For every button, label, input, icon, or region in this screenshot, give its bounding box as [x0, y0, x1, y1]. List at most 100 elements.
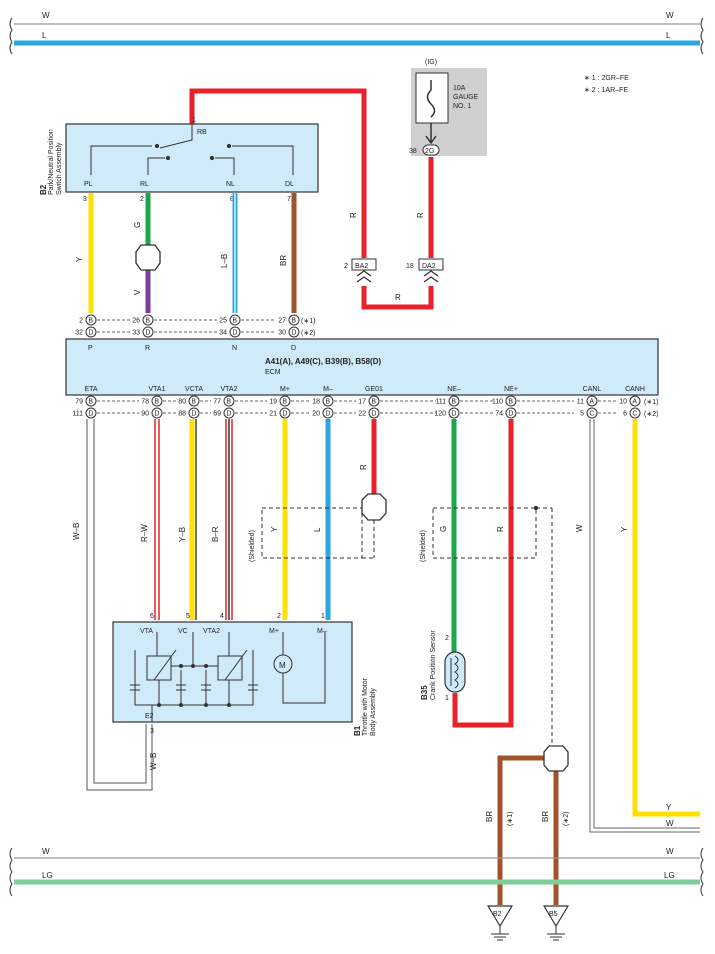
wire-r-right: R [416, 212, 425, 218]
ecm-bottom-terminal-label: NE– [447, 386, 461, 393]
ecm-bot-row2-pin-number: 90 [141, 411, 149, 418]
ecm-bot-row1-connector-letter: B [226, 399, 231, 406]
ecm-top-row1-pin-number: 2 [79, 318, 83, 325]
ecm-bot-row1-connector-letter: B [282, 399, 287, 406]
ecm-bottom-terminal-label: VCTA [185, 386, 203, 393]
ecm-bot-row1-pin-number: 80 [178, 399, 186, 406]
wire-ge01: R [359, 464, 368, 470]
ecm-bot-row1-pin-number: 19 [269, 399, 277, 406]
ecm-bottom-terminal-label: GE01 [365, 386, 383, 393]
b35-id: B35 [420, 685, 429, 700]
top-l-right-label: L [666, 31, 671, 40]
ecm-bottom-terminal-label: CANH [625, 386, 645, 393]
b1-name-line1: Throttle with Motor [362, 677, 369, 736]
ecm-term-d: D [291, 345, 296, 352]
ecm-top-row2-pin-number: 33 [132, 330, 140, 337]
ecm-bot-row1-connector-letter: A [632, 399, 637, 406]
ground-b5-label: B5 [549, 911, 558, 918]
shielded-left-label: (Shielded) [249, 530, 256, 562]
ecm-bot-row2-connector-letter: D [154, 411, 159, 418]
ecm-top-row1-connector-circle [142, 314, 154, 326]
ecm-top-row2-pin-number: 34 [219, 330, 227, 337]
ecm-bot-row2-connector-circle [279, 407, 291, 419]
ecm-bot-row1-connector-circle [505, 395, 517, 407]
b1-throttle-body: M VTA VC VTA2 M+ M– E2 [112, 621, 353, 723]
ecm-bot-row1-pin-number: 110 [492, 399, 503, 406]
ecm-top-row1-pin-number: 25 [219, 318, 227, 325]
connector-ba2: BA2 2 [344, 258, 377, 283]
ecm-bot-row1-pin-number: 18 [312, 399, 320, 406]
ecm-top-row1-connector-letter: B [232, 318, 237, 325]
b2-term-dl: DL [285, 181, 294, 188]
ecm-bot-row2-connector-letter: D [451, 411, 456, 418]
ecm-bot-row2-connector-circle [322, 407, 334, 419]
ecm-bot-row1-pin-number: 11 [577, 399, 584, 406]
b1-term-mminus: M– [317, 628, 327, 635]
wire-canl: W [575, 524, 584, 532]
ecm-bot-row1-connector-letter: B [325, 399, 330, 406]
ecm-top-row1-connector-letter: B [145, 318, 150, 325]
ecm-bot-row2-connector-letter: D [88, 411, 93, 418]
ecm-bottom-terminal-label: M+ [280, 386, 290, 393]
ecm-bot-row1-pin-number: 79 [75, 399, 83, 406]
wire-mminus: L [313, 527, 322, 532]
ecm-bot-tag1: (∗1) [644, 399, 658, 406]
wire-r-left: R [349, 212, 358, 218]
b2-ecm-wires [88, 193, 297, 313]
ecm-bot-row1-connector-letter: B [154, 399, 159, 406]
ecm-bot-row1-connector-circle [448, 395, 460, 407]
ecm-bot-row2-connector-letter: D [508, 411, 513, 418]
ground-b2-label: B2 [493, 911, 502, 918]
wire-br2: BR [541, 811, 550, 822]
ecm-bot-row2-connector-letter: D [371, 411, 376, 418]
ecm-bot-row2-connector-circle [505, 407, 517, 419]
ecm-top-row2-pin-number: 32 [75, 330, 83, 337]
b1-term-vc: VC [178, 628, 188, 635]
b1-pin-mplus: 2 [277, 613, 281, 620]
ecm-term-p: P [88, 345, 93, 352]
ecm-bot-row2-pin-number: 74 [495, 411, 503, 418]
ecm-box: A41(A), A49(C), B39(B), B58(D) ECM [65, 338, 659, 396]
ba2-pin: 2 [344, 263, 348, 270]
red-supply-wires [189, 88, 434, 310]
bot-lg-right-label: LG [664, 871, 675, 880]
ecm-bot-row1-connector-circle [151, 395, 163, 407]
da2-pin: 18 [406, 263, 414, 270]
ecm-bot-row2-pin-number: 120 [434, 411, 446, 418]
ecm-bot-row2-connector-circle [85, 407, 97, 419]
wire-vcta: Y–B [178, 527, 187, 542]
ecm-bot-row1-connector-letter: B [451, 399, 456, 406]
b1-id: B1 [353, 725, 362, 736]
wire-eta: W–B [72, 523, 81, 540]
ecm-bot-row1-pin-number: 111 [435, 399, 446, 406]
b1-term-e2: E2 [145, 713, 154, 720]
ecm-bot-row1-pin-number: 17 [358, 399, 366, 406]
canl-w-right-label: W [666, 819, 674, 828]
ecm-bot-row1-connector-circle [629, 395, 641, 407]
ecm-top-row1-connector-letter: B [291, 318, 296, 325]
ecm-bot-tag2: (∗2) [644, 411, 658, 418]
bot-w-right-label: W [666, 847, 674, 856]
b2-pin-pl: 3 [83, 196, 87, 203]
ecm-bot-row2-pin-number: 20 [312, 411, 320, 418]
wire-br1-tag: (∗1) [507, 812, 514, 826]
ecm-bot-row2-connector-circle [223, 407, 235, 419]
ground-b5: B5 [542, 905, 570, 941]
splice-g-v [135, 244, 161, 271]
ecm-top-row2-connector-circle [142, 326, 154, 338]
wire-e2: W–B [149, 753, 158, 770]
shielded-right-label: (Shielded) [420, 530, 427, 562]
ecm-top-row2-connector-letter: D [232, 330, 237, 337]
ecm-bot-row2-connector-letter: D [226, 411, 231, 418]
ecm-bot-row2-pin-number: 88 [178, 411, 186, 418]
wire-neplus: R [496, 526, 505, 532]
wire-br2-tag: (∗2) [563, 812, 570, 826]
ba2-label: BA2 [355, 263, 368, 270]
ecm-bottom-terminal-label: CANL [583, 386, 602, 393]
canh-y-right-label: Y [666, 803, 672, 812]
top-w-left-label: W [42, 11, 50, 20]
ecm-bot-row1-connector-circle [322, 395, 334, 407]
fuse-name-line1: GAUGE [453, 94, 479, 101]
ecm-bottom-terminal-label: VTA1 [149, 386, 166, 393]
